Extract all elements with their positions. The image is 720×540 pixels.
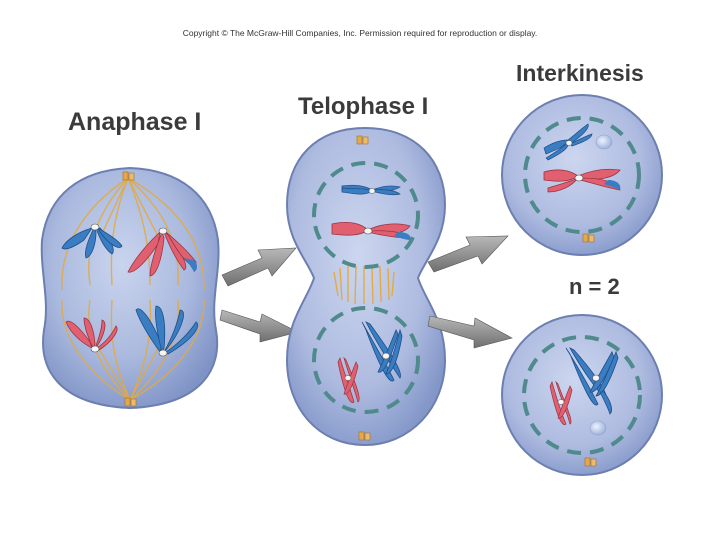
telophase-top-nuclear-envelope [312,161,420,269]
anaphase-title: Anaphase I [68,108,202,136]
interkinesis-bottom-nucleolus [589,420,607,436]
interkinesis-title: Interkinesis [516,60,644,86]
interkinesis-top-nuclear-envelope [523,116,641,234]
telophase-title: Telophase I [298,93,429,120]
interkinesis-top-chromosome-red [543,168,621,193]
interkinesis-top-cell [501,94,663,256]
arrow-telophase-to-interkinesis-bottom [427,315,513,349]
telophase-bottom-nuclear-envelope [312,306,420,414]
interkinesis-bottom-chromosome-red [549,380,573,426]
telophase-cell [285,126,447,447]
interkinesis-bottom-cell [501,314,663,476]
chromosome-blue-large [135,305,198,357]
arrow-anaphase-to-telophase-top [221,247,297,287]
telophase-bottom-chromosome-blue [361,321,403,382]
arrow-anaphase-to-telophase-bottom [219,309,299,343]
copyright-notice: Copyright © The McGraw-Hill Companies, I… [182,28,538,38]
telophase-top-chromosome-blue [341,184,401,196]
interkinesis-top-nucleolus [595,134,613,150]
anaphase-cell [40,166,220,410]
chromosome-red-small [65,317,118,353]
interkinesis-top-chromosome-blue [543,123,593,161]
telophase-top-chromosome-red [331,222,411,240]
telophase-bottom-chromosome-red [337,356,360,404]
telophase-spindle-fibers [333,265,395,305]
interkinesis-bottom-chromosome-blue [565,347,619,415]
chromosome-blue-small [61,223,123,259]
arrow-telophase-to-interkinesis-top [427,235,509,273]
interkinesis-bottom-nuclear-envelope [522,335,642,455]
ploidy-label: n = 2 [569,274,620,299]
chromosome-red-large [127,227,197,277]
